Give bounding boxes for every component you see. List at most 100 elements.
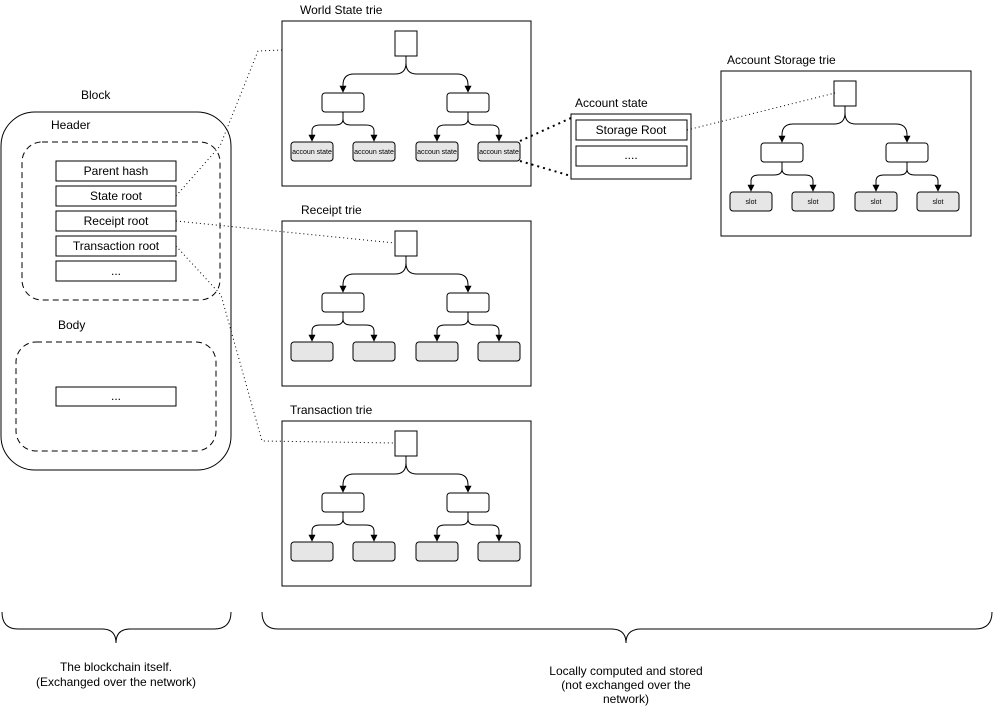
- account-storage-trie-leaf-label: slot: [871, 199, 882, 206]
- body-label: Body: [58, 318, 85, 332]
- transaction-root-connector: [175, 245, 396, 444]
- body-field-more: ...: [55, 386, 177, 407]
- world-state-trie-edge: [433, 112, 469, 142]
- world-state-trie-edge: [467, 112, 503, 142]
- world-state-trie-title: World State trie: [300, 3, 383, 17]
- transaction-trie-edge: [467, 512, 503, 542]
- body-section: [15, 341, 217, 452]
- svg-text:...: ...: [111, 264, 121, 278]
- account-state: [570, 113, 692, 180]
- left-brace: [1, 611, 232, 644]
- world-state-trie: [281, 20, 532, 187]
- storage-root-connector: [686, 92, 836, 131]
- account-storage-trie-edge: [747, 162, 783, 192]
- transaction-trie-leaf-node: [352, 541, 396, 562]
- svg-text:State root: State root: [90, 189, 143, 203]
- world-state-trie-leaf-label: accoun state: [479, 149, 519, 156]
- svg-text:Storage Root: Storage Root: [596, 123, 667, 137]
- svg-text:...: ...: [111, 389, 121, 403]
- receipt-trie-edge: [433, 312, 469, 342]
- svg-text:Locally computed and stored: Locally computed and stored: [549, 664, 702, 678]
- block-title: Block: [81, 88, 111, 102]
- world-state-trie-leaf-label: accoun state: [417, 149, 457, 156]
- header-field-state-root: State root: [55, 185, 177, 207]
- right-caption: Locally computed and stored (not exchang…: [549, 664, 702, 706]
- receipt-trie-branch-node: [446, 292, 490, 313]
- svg-text:network): network): [603, 692, 649, 706]
- receipt-trie-nodes: [290, 230, 521, 362]
- header-label: Header: [51, 118, 90, 132]
- receipt-trie-title: Receipt trie: [301, 203, 362, 217]
- svg-text:(Exchanged over the network): (Exchanged over the network): [36, 675, 196, 689]
- transaction-trie-title: Transaction trie: [290, 403, 373, 417]
- account-state-storage-root: Storage Root: [575, 119, 688, 141]
- header-field-receipt-root: Receipt root: [55, 210, 177, 232]
- header-field-parent-hash: Parent hash: [55, 160, 177, 182]
- receipt-trie-edge: [467, 312, 503, 342]
- account-storage-trie-leaf-node: [916, 191, 960, 212]
- world-state-trie-leaf-node: [477, 141, 521, 162]
- receipt-trie-leaf-node: [477, 341, 521, 362]
- account-state-link-bottom: [519, 160, 572, 177]
- transaction-trie-nodes: [290, 430, 521, 562]
- svg-text:(not exchanged over the: (not exchanged over the: [561, 678, 691, 692]
- account-state-link-top: [519, 117, 572, 142]
- account-storage-trie-edge: [781, 162, 817, 192]
- world-state-trie-leaf-label: accoun state: [354, 149, 394, 156]
- receipt-trie-leaf-node: [415, 341, 459, 362]
- world-state-trie-edge: [342, 112, 378, 142]
- account-storage-trie-edge: [872, 162, 908, 192]
- account-state-more: ....: [575, 145, 688, 167]
- svg-text:Parent hash: Parent hash: [84, 164, 149, 178]
- world-state-trie-nodes: accoun state accoun state accoun state acco…: [290, 30, 521, 162]
- world-state-trie-leaf-node: [290, 141, 334, 162]
- account-storage-trie-leaf-label: slot: [933, 199, 944, 206]
- left-caption: The blockchain itself. (Exchanged over t…: [36, 660, 196, 689]
- account-storage-trie-branch-node: [760, 142, 804, 163]
- transaction-trie-root-node: [394, 430, 418, 457]
- account-storage-trie-leaf-node: [791, 191, 835, 212]
- world-state-trie-leaf-label: accoun state: [292, 149, 332, 156]
- svg-text:Receipt root: Receipt root: [84, 214, 149, 228]
- receipt-root-connector: [175, 220, 396, 244]
- transaction-trie-edge: [308, 512, 344, 542]
- right-brace: [261, 611, 993, 644]
- account-storage-trie-edge: [778, 106, 846, 143]
- header-field-transaction-root: Transaction root: [55, 235, 177, 257]
- account-storage-trie: [720, 70, 972, 237]
- receipt-trie-leaf-node: [290, 341, 334, 362]
- receipt-trie-branch-node: [321, 292, 365, 313]
- account-storage-trie-edge: [906, 162, 942, 192]
- account-storage-trie-branch-node: [885, 142, 929, 163]
- transaction-trie-leaf-node: [477, 541, 521, 562]
- receipt-trie-leaf-node: [352, 341, 396, 362]
- world-state-trie-edge: [405, 56, 472, 93]
- account-storage-trie-leaf-label: slot: [746, 199, 757, 206]
- account-storage-trie-leaf-label: slot: [808, 199, 819, 206]
- transaction-trie-leaf-node: [415, 541, 459, 562]
- world-state-trie-root-node: [394, 30, 418, 57]
- transaction-trie-branch-node: [446, 492, 490, 513]
- world-state-trie-branch-node: [321, 92, 365, 113]
- world-state-trie-leaf-node: [352, 141, 396, 162]
- world-state-trie-edge: [339, 56, 407, 93]
- account-state-title: Account state: [575, 96, 648, 110]
- world-state-trie-edge: [308, 112, 344, 142]
- svg-text:Transaction root: Transaction root: [73, 239, 160, 253]
- transaction-trie-edge: [405, 456, 472, 493]
- transaction-trie-leaf-node: [290, 541, 334, 562]
- account-storage-trie-edge: [844, 106, 911, 143]
- receipt-trie-edge: [308, 312, 344, 342]
- receipt-trie-edge: [405, 256, 472, 293]
- account-storage-trie-leaf-node: [854, 191, 898, 212]
- transaction-trie-edge: [342, 512, 378, 542]
- block-container: [0, 111, 232, 471]
- account-storage-trie-title: Account Storage trie: [727, 53, 836, 67]
- receipt-trie-root-node: [394, 230, 418, 257]
- header-field-more: ...: [55, 260, 177, 282]
- account-storage-trie-root-node: [833, 80, 857, 107]
- svg-text:....: ....: [624, 148, 637, 162]
- transaction-trie-branch-node: [321, 492, 365, 513]
- receipt-trie-edge: [342, 312, 378, 342]
